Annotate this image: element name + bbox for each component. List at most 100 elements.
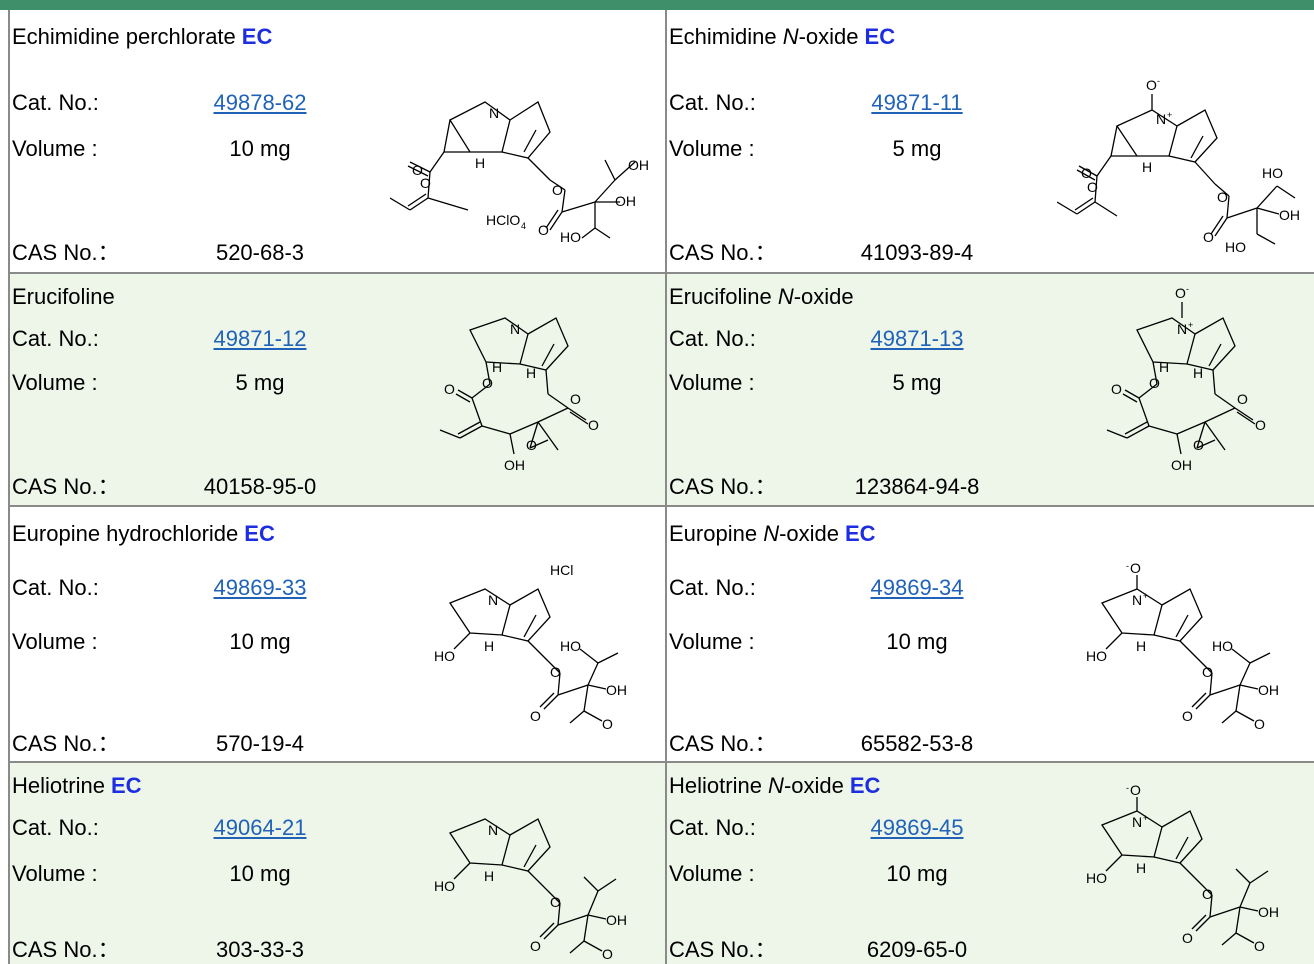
- cas-no-label: CAS No.：: [669, 240, 777, 265]
- svg-text:O: O: [1255, 417, 1266, 433]
- svg-text:HO: HO: [560, 638, 581, 654]
- svg-text:H: H: [526, 365, 536, 381]
- cat-no-link[interactable]: 49871-13: [870, 326, 964, 351]
- product-name: Erucifoline: [12, 284, 115, 309]
- volume-label: Volume :: [669, 370, 755, 395]
- volume-label: Volume :: [12, 370, 98, 395]
- svg-text:N: N: [1177, 321, 1187, 337]
- volume-value: 10 mg: [229, 861, 291, 886]
- svg-text:O: O: [1202, 664, 1213, 680]
- cat-no-label: Cat. No.:: [12, 815, 99, 840]
- svg-text:OH: OH: [628, 157, 649, 173]
- svg-text:+: +: [1167, 110, 1172, 120]
- volume-label: Volume :: [669, 861, 755, 886]
- svg-text:O: O: [1130, 782, 1141, 798]
- cat-no-label: Cat. No.:: [12, 90, 99, 115]
- ec-badge: EC: [110, 773, 142, 798]
- svg-text:HClO: HClO: [486, 212, 520, 228]
- cas-no-value: 520-68-3: [215, 240, 305, 265]
- svg-text:-: -: [1126, 563, 1129, 571]
- cas-no-label: CAS No.：: [12, 474, 120, 499]
- svg-text:O: O: [1081, 165, 1092, 181]
- ec-badge: EC: [864, 24, 896, 49]
- cat-no-label: Cat. No.:: [12, 326, 99, 351]
- svg-text:N: N: [488, 592, 498, 608]
- ec-badge: EC: [244, 521, 275, 546]
- svg-text:OH: OH: [1279, 207, 1300, 223]
- cat-no-link[interactable]: 49869-45: [870, 815, 964, 840]
- svg-text:O: O: [1182, 708, 1193, 724]
- volume-label: Volume :: [669, 136, 755, 161]
- svg-text:O: O: [1130, 563, 1141, 576]
- svg-text:H: H: [484, 638, 494, 654]
- product-card: Erucifoline N-oxide Cat. No.: 49871-13 V…: [667, 274, 1314, 507]
- svg-text:O: O: [588, 417, 599, 433]
- svg-text:O: O: [1203, 229, 1214, 245]
- cat-no-label: Cat. No.:: [669, 575, 756, 600]
- svg-text:O: O: [570, 391, 581, 407]
- svg-text:O: O: [420, 175, 431, 191]
- svg-text:HO: HO: [560, 229, 581, 245]
- svg-text:O: O: [526, 437, 537, 453]
- svg-text:O: O: [412, 162, 423, 178]
- svg-text:+: +: [1143, 591, 1148, 601]
- cas-no-value: 303-33-3: [215, 937, 305, 962]
- svg-text:O: O: [1193, 437, 1204, 453]
- svg-text:-: -: [1157, 76, 1160, 86]
- svg-text:H: H: [1136, 860, 1146, 876]
- svg-text:O: O: [538, 222, 549, 238]
- volume-value: 5 mg: [235, 370, 285, 395]
- svg-text:O: O: [1146, 77, 1157, 93]
- table-header-bar: [0, 0, 1314, 10]
- svg-text:N: N: [1132, 592, 1142, 608]
- cas-no-label: CAS No.：: [669, 731, 777, 756]
- chemical-structure-image: O - N + H HO O O OH O: [1082, 779, 1282, 959]
- svg-text:O: O: [602, 946, 613, 962]
- cat-no-link[interactable]: 49869-34: [870, 575, 964, 600]
- svg-text:O: O: [1182, 930, 1193, 946]
- ec-badge: EC: [849, 773, 881, 798]
- cas-no-value: 41093-89-4: [860, 240, 974, 265]
- cas-no-value: 123864-94-8: [854, 474, 980, 499]
- cat-no-label: Cat. No.:: [669, 90, 756, 115]
- svg-text:O: O: [1254, 938, 1265, 954]
- svg-text:H: H: [1159, 359, 1169, 375]
- chemical-structure-image: N H H O O O O O OH: [430, 300, 630, 480]
- cas-no-label: CAS No.：: [12, 240, 120, 265]
- chemical-structure-image: N H O O O O OH OH HO HClO 4: [390, 80, 660, 250]
- product-card: Erucifoline Cat. No.: 49871-12 Volume : …: [10, 274, 667, 507]
- cas-no-value: 6209-65-0: [866, 937, 968, 962]
- svg-text:HO: HO: [1086, 870, 1107, 886]
- svg-text:O: O: [530, 708, 541, 724]
- svg-text:O: O: [1202, 886, 1213, 902]
- svg-text:OH: OH: [504, 457, 525, 473]
- svg-text:OH: OH: [1258, 904, 1279, 920]
- svg-text:HCl: HCl: [550, 563, 573, 578]
- svg-text:HO: HO: [434, 648, 455, 664]
- svg-text:HO: HO: [434, 878, 455, 894]
- cas-no-label: CAS No.：: [669, 937, 777, 962]
- cat-no-link[interactable]: 49878-62: [213, 90, 307, 115]
- svg-text:N: N: [510, 321, 520, 337]
- svg-text:N: N: [488, 822, 498, 838]
- cat-no-label: Cat. No.:: [669, 815, 756, 840]
- svg-text:O: O: [1087, 179, 1098, 195]
- chemical-structure-image: N H HO O O HO OH O HCl: [430, 563, 630, 733]
- cat-no-link[interactable]: 49064-21: [213, 815, 307, 840]
- cat-no-link[interactable]: 49871-12: [213, 326, 307, 351]
- cat-no-link[interactable]: 49871-11: [871, 90, 963, 115]
- svg-text:H: H: [492, 359, 502, 375]
- cat-no-link[interactable]: 49869-33: [213, 575, 307, 600]
- svg-text:-: -: [1186, 284, 1189, 294]
- cas-no-label: CAS No.：: [12, 731, 120, 756]
